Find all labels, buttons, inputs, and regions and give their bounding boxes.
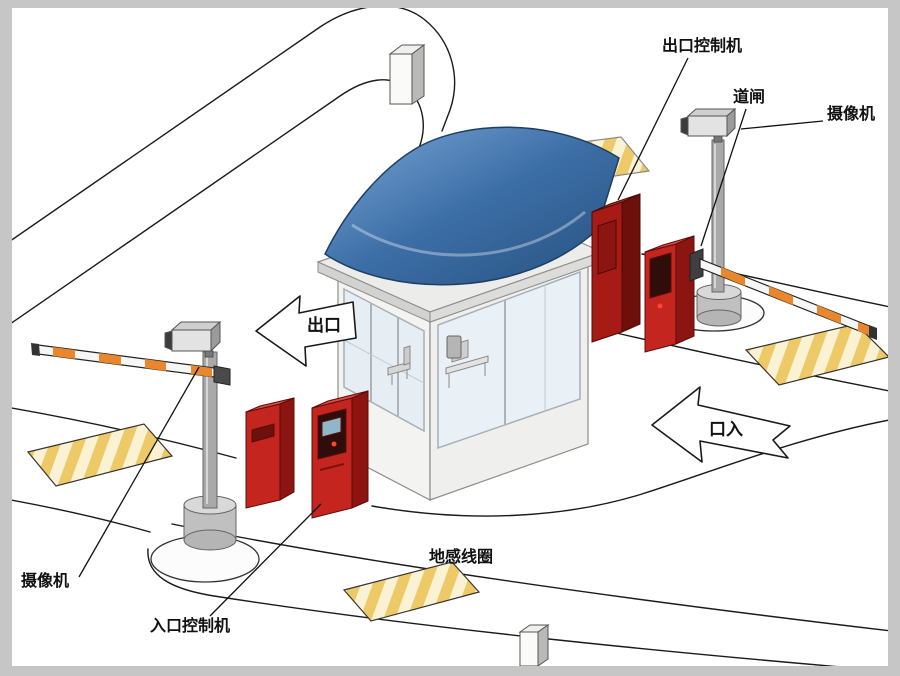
pole-base-bottom <box>696 309 742 327</box>
leader-entrance-controller <box>209 503 322 617</box>
cabinet-top <box>644 235 695 253</box>
camera-left-assembly <box>164 320 237 551</box>
machine-led <box>331 441 337 447</box>
pillar-top <box>388 44 426 105</box>
camera-body <box>171 329 212 352</box>
arm-end-cap <box>869 325 877 340</box>
camera-lens <box>680 116 689 136</box>
pillar-side-face <box>411 44 425 105</box>
machine-front <box>245 403 281 509</box>
camera-mount <box>204 350 214 358</box>
machine-top <box>245 397 295 413</box>
exit-arrow-label: 出口 <box>307 315 341 335</box>
arm-stripe <box>53 347 75 359</box>
entrance-controller-aux <box>245 397 295 509</box>
road-edge-bottom-inner <box>171 523 888 632</box>
pole-base-bottom <box>183 529 237 551</box>
machine-side <box>621 193 641 333</box>
entrance-arrow-label: 口入 <box>709 420 743 439</box>
exit-arrow: 出口 <box>255 295 357 367</box>
barrier-gate-cabinet <box>644 235 695 353</box>
camera-right-icon <box>680 107 737 143</box>
entrance-arrow-shape <box>651 386 791 463</box>
pillar-front-face <box>389 53 413 105</box>
camera-body <box>687 115 728 137</box>
label-entrance-controller: 入口控制机 <box>150 616 230 635</box>
road-edge-bottom-outer <box>147 548 838 666</box>
machine-top <box>311 390 369 409</box>
exit-controller-machine <box>591 193 641 343</box>
arm-stripe <box>145 359 166 371</box>
glass-rail <box>343 339 425 384</box>
machine-screen <box>321 416 342 438</box>
label-camera-left: 摄像机 <box>21 571 69 590</box>
lane-edge-lower-left <box>12 499 151 533</box>
pillar-side-face <box>537 624 549 666</box>
leader-barrier <box>700 108 747 247</box>
machine-side <box>351 390 369 509</box>
cabinet-side <box>675 235 695 345</box>
booth-canopy <box>324 126 620 286</box>
arm-stripe <box>191 365 212 377</box>
arm-stripe <box>99 353 121 365</box>
canopy-highlight <box>351 210 586 257</box>
guard-booth <box>316 126 620 501</box>
booth-interior <box>387 335 489 388</box>
machine-side <box>279 397 295 501</box>
machine-top <box>591 193 641 213</box>
arm-stripe <box>858 322 871 336</box>
ground-loop-left <box>26 423 174 487</box>
camera-lens <box>164 330 173 351</box>
interior-chair-back <box>403 345 411 366</box>
entrance-arrow: 口入 <box>651 386 791 463</box>
pillar-front-face <box>519 631 539 666</box>
camera-left-icon <box>164 320 222 358</box>
ticket-slot <box>319 463 345 471</box>
arm-stripe <box>721 267 745 286</box>
road-edge-topleft-outer <box>12 8 456 241</box>
cabinet-panel <box>649 252 672 299</box>
cabinet-led <box>657 303 663 309</box>
camera-side <box>726 107 736 138</box>
label-ground-loop: 地感线圈 <box>429 547 493 566</box>
leader-camera-left <box>78 366 200 578</box>
arm-end-cap <box>31 343 40 356</box>
label-barrier: 道闸 <box>733 87 765 106</box>
callouts <box>78 57 824 617</box>
pillar-bottom <box>518 624 550 666</box>
entrance-controller-machine <box>311 390 369 519</box>
arm-pivot <box>689 248 704 282</box>
corner-device-box <box>446 335 462 359</box>
machine-slot <box>251 423 275 443</box>
camera-mount <box>713 135 723 143</box>
leader-camera-right <box>740 120 824 130</box>
barrier-arm-left <box>31 343 231 386</box>
camera-right-assembly <box>680 107 742 327</box>
camera-side <box>210 320 221 353</box>
exit-arrow-shape <box>255 295 357 367</box>
ground-loop-right <box>744 323 888 386</box>
leader-exit-controller <box>617 57 689 201</box>
arm-stripe <box>817 305 841 324</box>
label-camera-right: 摄像机 <box>827 104 875 123</box>
label-exit-controller: 出口控制机 <box>662 36 742 55</box>
interior-desk <box>445 355 489 375</box>
machine-panel <box>597 219 617 275</box>
arm-pivot <box>213 365 231 386</box>
lane-edge-entrance-right <box>371 419 888 517</box>
ground-loop-bottom <box>342 561 481 622</box>
arm-stripe <box>769 286 793 305</box>
barrier-arm-right <box>689 248 877 340</box>
